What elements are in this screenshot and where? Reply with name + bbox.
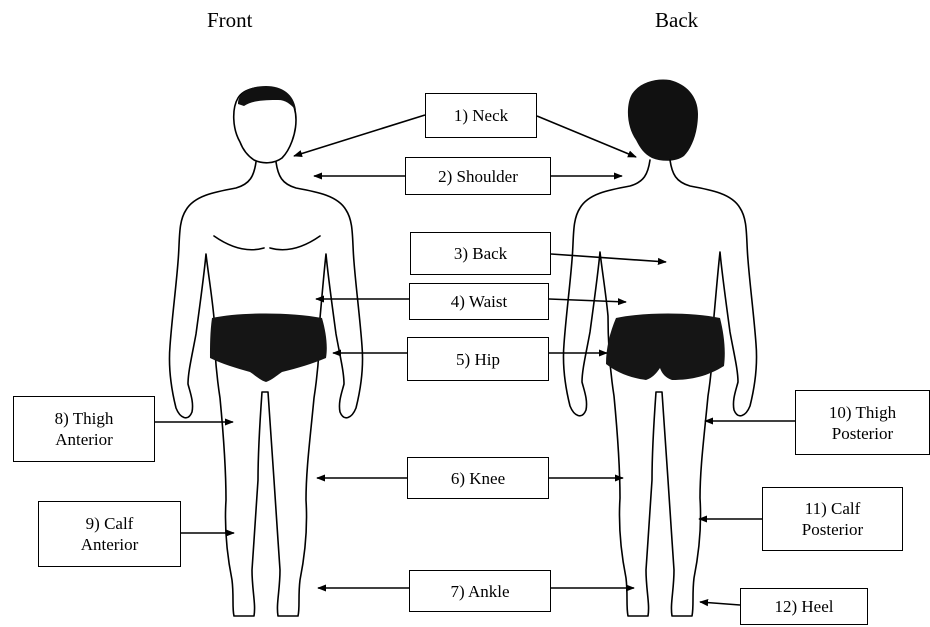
calf-posterior-label: 11) Calf Posterior [762,487,903,551]
back-heading: Back [655,8,698,32]
arrow-heel [700,602,740,605]
calf-anterior-line-1: 9) Calf [86,513,134,534]
ankle-label: 7) Ankle [409,570,551,612]
calf-anterior-label: 9) Calf Anterior [38,501,181,567]
thigh-anterior-label: 8) Thigh Anterior [13,396,155,462]
back-shorts [606,314,725,381]
arrow-back [551,254,666,262]
calf-posterior-line-1: 11) Calf [805,498,861,519]
back-label: 3) Back [410,232,551,275]
neck-label: 1) Neck [425,93,537,138]
waist-label: 4) Waist [409,283,549,320]
hip-label: 5) Hip [407,337,549,381]
knee-label: 6) Knee [407,457,549,499]
thigh-posterior-line-2: Posterior [832,423,893,444]
front-figure [169,86,362,616]
back-figure [563,80,756,616]
shoulder-label: 2) Shoulder [405,157,551,195]
thigh-posterior-label: 10) Thigh Posterior [795,390,930,455]
calf-anterior-line-2: Anterior [81,534,139,555]
thigh-anterior-line-1: 8) Thigh [55,408,114,429]
front-hair [238,86,296,110]
front-shorts [210,314,327,383]
front-heading: Front [207,8,253,32]
calf-posterior-line-2: Posterior [802,519,863,540]
thigh-posterior-line-1: 10) Thigh [829,402,896,423]
back-head [628,80,698,161]
heel-label: 12) Heel [740,588,868,625]
back-body-outline [563,160,756,616]
front-body-outline [169,162,362,616]
thigh-anterior-line-2: Anterior [55,429,113,450]
